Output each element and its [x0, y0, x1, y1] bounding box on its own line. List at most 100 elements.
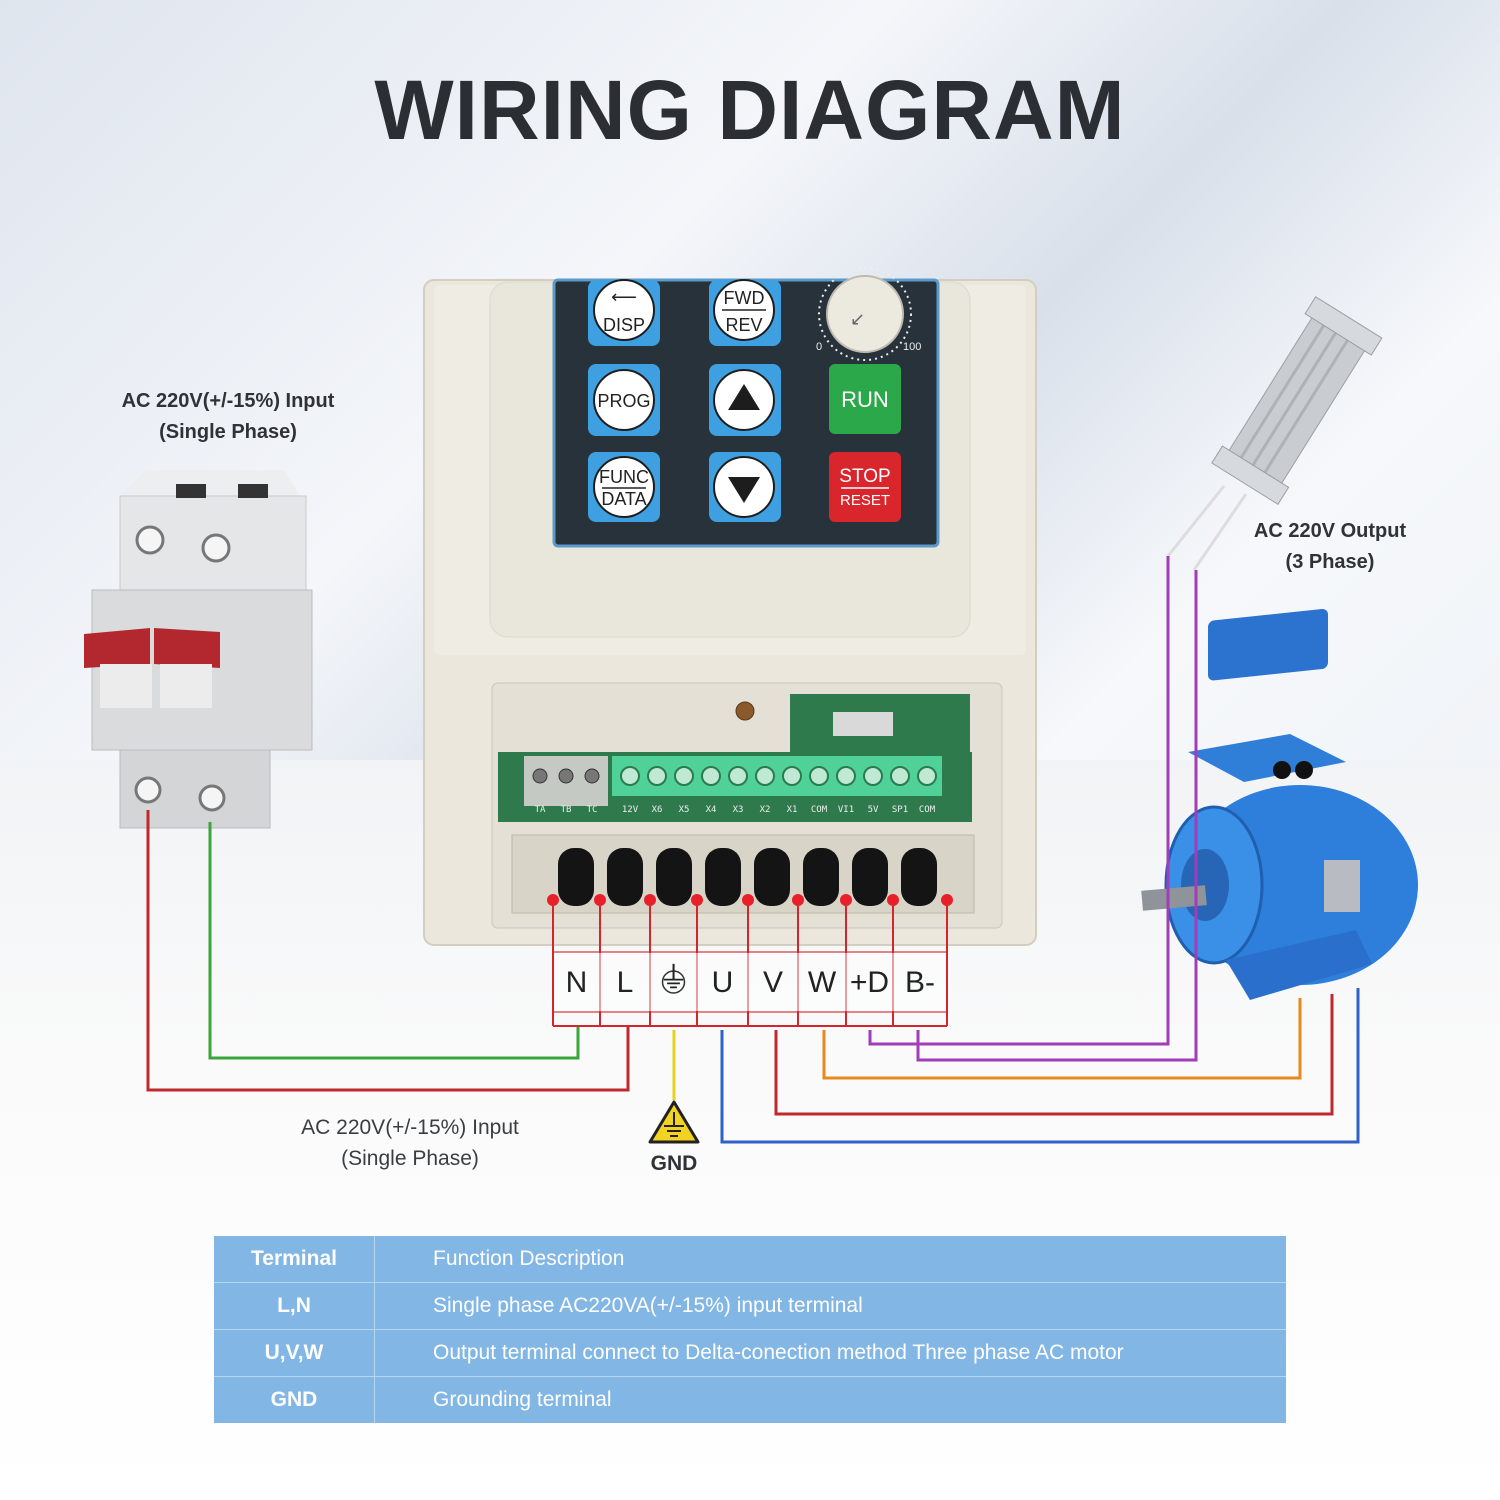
relay-terminal-label: TA — [535, 805, 546, 815]
output-caption: AC 220V Output (3 Phase) — [1220, 516, 1440, 578]
terminal-dot — [594, 894, 606, 906]
control-terminal-label: X1 — [787, 805, 798, 815]
table-cell-terminal: L,N — [214, 1282, 375, 1330]
gnd-caption: GND — [650, 1152, 698, 1175]
ground-symbol-icon — [661, 970, 686, 994]
up-key[interactable] — [709, 364, 781, 436]
dial-max-label: 100 — [903, 341, 921, 353]
control-terminal-label: X5 — [679, 805, 690, 815]
table-row: GND Grounding terminal — [214, 1376, 1286, 1423]
relay-terminal-screw — [584, 768, 600, 784]
table-cell-terminal: U,V,W — [214, 1329, 375, 1377]
terminal-dot — [887, 894, 899, 906]
power-terminal-label: N — [566, 966, 588, 999]
ac-motor — [1141, 609, 1418, 1000]
run-key[interactable]: RUN — [829, 364, 901, 434]
control-terminal-label: 12V — [622, 805, 639, 815]
wire-output-w — [822, 998, 1302, 1080]
up-arrow-icon — [728, 384, 760, 410]
control-terminal-label: 5V — [868, 805, 879, 815]
power-terminal-screw — [852, 848, 888, 906]
control-terminal-label: X4 — [706, 805, 717, 815]
page-title: WIRING DIAGRAM — [374, 63, 1126, 157]
control-terminal-screw — [836, 766, 856, 786]
table-row: U,V,W Output terminal connect to Delta-c… — [214, 1329, 1286, 1377]
power-terminal-label: +D — [850, 966, 889, 999]
table-header-row: Terminal Function Description — [214, 1236, 1286, 1283]
power-terminal-screw — [705, 848, 741, 906]
stop-reset-key[interactable]: STOP RESET — [829, 452, 901, 522]
control-terminal-label: X3 — [733, 805, 744, 815]
terminal-strip-background — [552, 951, 948, 1013]
terminal-dot — [644, 894, 656, 906]
wires — [146, 556, 1360, 1144]
control-terminal-label: SP1 — [892, 805, 908, 815]
down-arrow-icon — [728, 477, 760, 503]
data-label: DATA — [601, 489, 646, 509]
control-terminal-screw — [809, 766, 829, 786]
fwd-label: FWD — [724, 288, 765, 308]
wire-brake-minus — [916, 570, 1198, 1062]
power-terminal-screw — [607, 848, 643, 906]
fwd-rev-key[interactable]: FWD REV — [709, 279, 781, 346]
input-caption-bottom-line2: (Single Phase) — [341, 1147, 479, 1170]
power-terminal-label: V — [763, 966, 783, 999]
wire-output-u — [720, 988, 1360, 1144]
speed-dial[interactable]: ↙ 0 100 — [816, 267, 921, 361]
relay-terminal-label: TC — [587, 805, 598, 815]
prog-key[interactable]: PROG — [588, 364, 660, 436]
control-terminal-screw — [701, 766, 721, 786]
braking-resistor — [1166, 296, 1383, 571]
power-terminal-label: U — [712, 966, 734, 999]
down-key[interactable] — [709, 452, 781, 522]
table-cell-description: Output terminal connect to Delta-conecti… — [374, 1329, 1286, 1377]
dial-min-label: 0 — [816, 341, 822, 353]
table-row: L,N Single phase AC220VA(+/-15%) input t… — [214, 1282, 1286, 1330]
control-terminal-screw — [647, 766, 667, 786]
control-terminal-label: VI1 — [838, 805, 854, 815]
control-terminal-screw — [620, 766, 640, 786]
power-terminal-label: B- — [905, 966, 935, 999]
disp-arrow-icon: ⟵ — [611, 287, 637, 307]
terminal-dot — [840, 894, 852, 906]
power-terminal-label: L — [617, 966, 634, 999]
reset-label: RESET — [840, 492, 890, 509]
circuit-breaker — [84, 470, 313, 829]
control-terminal-screw — [728, 766, 748, 786]
wire-brake-plus — [868, 556, 1170, 1046]
control-terminal-label: X6 — [652, 805, 663, 815]
control-terminal-label: COM — [811, 805, 828, 815]
input-caption-bottom: AC 220V(+/-15%) Input (Single Phase) — [260, 1112, 560, 1174]
terminal-dot — [941, 894, 953, 906]
func-data-key[interactable]: FUNC DATA — [588, 452, 660, 522]
control-terminal-screw — [755, 766, 775, 786]
control-terminal-screws — [620, 766, 937, 786]
input-caption-top: AC 220V(+/-15%) Input (Single Phase) — [80, 386, 376, 448]
power-terminal-screws — [558, 848, 937, 906]
control-terminal-screw — [917, 766, 937, 786]
table-cell-terminal: GND — [214, 1376, 375, 1423]
output-caption-line1: AC 220V Output — [1253, 520, 1407, 542]
screw-hole — [735, 701, 755, 721]
power-terminal-screw — [803, 848, 839, 906]
rev-label: REV — [725, 315, 762, 335]
control-terminal-label: COM — [919, 805, 936, 815]
input-caption-top-line1: AC 220V(+/-15%) Input — [121, 390, 335, 412]
terminal-dot — [742, 894, 754, 906]
relay-terminal-screw — [558, 768, 574, 784]
power-terminal-label: W — [808, 966, 837, 999]
terminal-dot — [547, 894, 559, 906]
control-terminal-screw — [863, 766, 883, 786]
terminal-function-table: Terminal Function Description L,N Single… — [214, 1236, 1286, 1423]
input-caption-top-line2: (Single Phase) — [159, 421, 297, 443]
power-terminal-screw — [656, 848, 692, 906]
prog-key-label: PROG — [597, 391, 650, 411]
wire-output-v — [774, 994, 1334, 1116]
disp-key[interactable]: ⟵ DISP — [588, 279, 660, 346]
power-terminal-screw — [558, 848, 594, 906]
control-terminal-screw — [782, 766, 802, 786]
ground-warning-icon — [648, 1100, 700, 1144]
